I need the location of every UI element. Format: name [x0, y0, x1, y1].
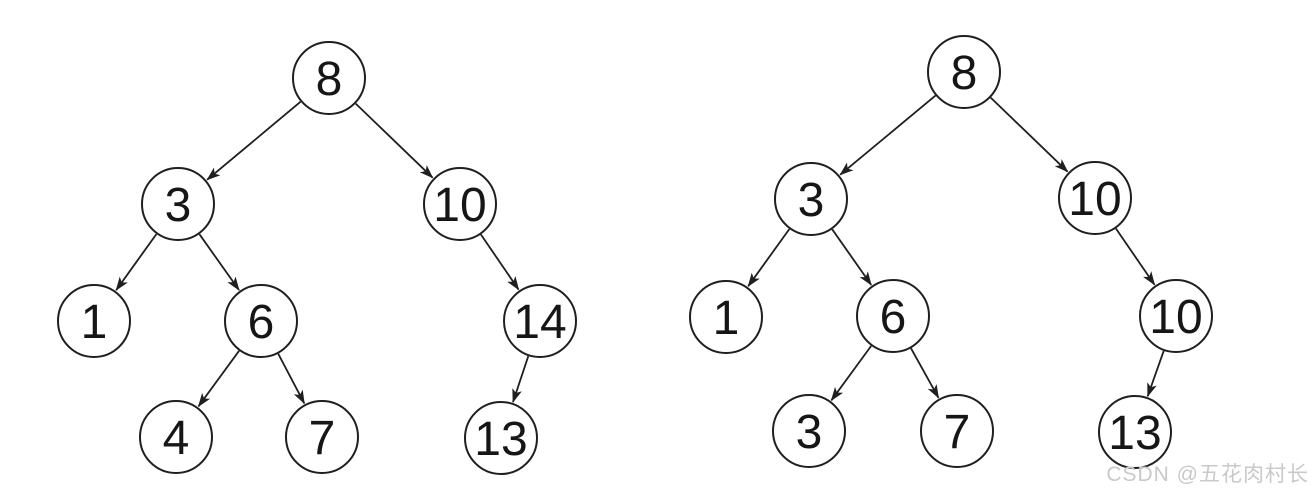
- node-circle: [141, 167, 215, 241]
- tree-edge-L8-L10: [355, 102, 434, 179]
- node-value: 10: [1149, 291, 1202, 344]
- node-circle: [503, 284, 577, 358]
- tree-edge-R8-R10: [990, 96, 1069, 173]
- tree-node-R10b: 10: [1139, 279, 1213, 353]
- tree-edge-L8-L3: [206, 101, 302, 181]
- node-circle: [1098, 395, 1172, 469]
- binary-tree-right: 8 3 10 1 6 10 3 7 13: [689, 35, 1213, 469]
- node-circle: [285, 400, 359, 474]
- tree-edge-R6-R3b: [830, 345, 872, 402]
- node-circle: [423, 167, 497, 241]
- tree-edge-R10-R10b: [1115, 227, 1156, 286]
- node-value: 13: [474, 413, 527, 466]
- tree-edge-R10b-R13: [1146, 350, 1165, 398]
- tree-node-R10: 10: [1058, 161, 1132, 235]
- tree-node-L1: 1: [57, 284, 131, 358]
- tree-edge-L6-L4: [197, 350, 240, 408]
- tree-edge-L3-L6: [198, 233, 240, 291]
- tree-node-R3: 3: [774, 162, 848, 236]
- tree-node-R1: 1: [689, 280, 763, 354]
- tree-node-L3: 3: [141, 167, 215, 241]
- node-circle: [1139, 279, 1213, 353]
- tree-edge-R8-R3: [839, 94, 937, 176]
- node-circle: [464, 401, 538, 475]
- node-circle: [57, 284, 131, 358]
- tree-node-L14: 14: [503, 284, 577, 358]
- node-value: 14: [513, 296, 566, 349]
- csdn-watermark: CSDN @五花肉村长: [1106, 463, 1309, 486]
- tree-edge-L6-L7: [277, 353, 306, 405]
- node-circle: [927, 35, 1001, 109]
- node-value: 3: [798, 174, 825, 227]
- tree-edge-L3-L1: [115, 233, 158, 291]
- node-value: 10: [1068, 173, 1121, 226]
- node-circle: [139, 400, 213, 474]
- tree-node-L6: 6: [224, 284, 298, 358]
- tree-node-R8: 8: [927, 35, 1001, 109]
- tree-node-R13: 13: [1098, 395, 1172, 469]
- node-value: 7: [309, 412, 336, 465]
- node-value: 1: [713, 292, 740, 345]
- node-circle: [920, 394, 994, 468]
- node-value: 6: [248, 296, 275, 349]
- node-value: 7: [944, 406, 971, 459]
- node-value: 10: [433, 179, 486, 232]
- tree-edge-R3-R6: [831, 228, 872, 286]
- tree-node-L7: 7: [285, 400, 359, 474]
- tree-node-L8: 8: [292, 41, 366, 115]
- node-value: 1: [81, 296, 108, 349]
- node-circle: [856, 279, 930, 353]
- node-value: 8: [316, 53, 343, 106]
- tree-edge-R3-R1: [747, 228, 791, 288]
- tree-node-R7: 7: [920, 394, 994, 468]
- tree-edge-L14-L13: [512, 355, 530, 403]
- node-circle: [772, 394, 846, 468]
- node-circle: [1058, 161, 1132, 235]
- tree-node-L10: 10: [423, 167, 497, 241]
- tree-node-R6: 6: [856, 279, 930, 353]
- node-circle: [774, 162, 848, 236]
- node-value: 3: [796, 406, 823, 459]
- tree-edge-L10-L14: [480, 233, 520, 291]
- node-circle: [689, 280, 763, 354]
- tree-node-L13: 13: [464, 401, 538, 475]
- node-value: 13: [1108, 407, 1161, 460]
- node-value: 8: [951, 47, 978, 100]
- node-circle: [292, 41, 366, 115]
- binary-tree-left: 8 3 10 1 6 14 4 7 13: [57, 41, 577, 475]
- node-value: 4: [163, 412, 190, 465]
- node-value: 6: [880, 291, 907, 344]
- tree-node-L4: 4: [139, 400, 213, 474]
- tree-edge-R6-R7: [910, 347, 940, 399]
- node-circle: [224, 284, 298, 358]
- tree-node-R3b: 3: [772, 394, 846, 468]
- node-value: 3: [165, 179, 192, 232]
